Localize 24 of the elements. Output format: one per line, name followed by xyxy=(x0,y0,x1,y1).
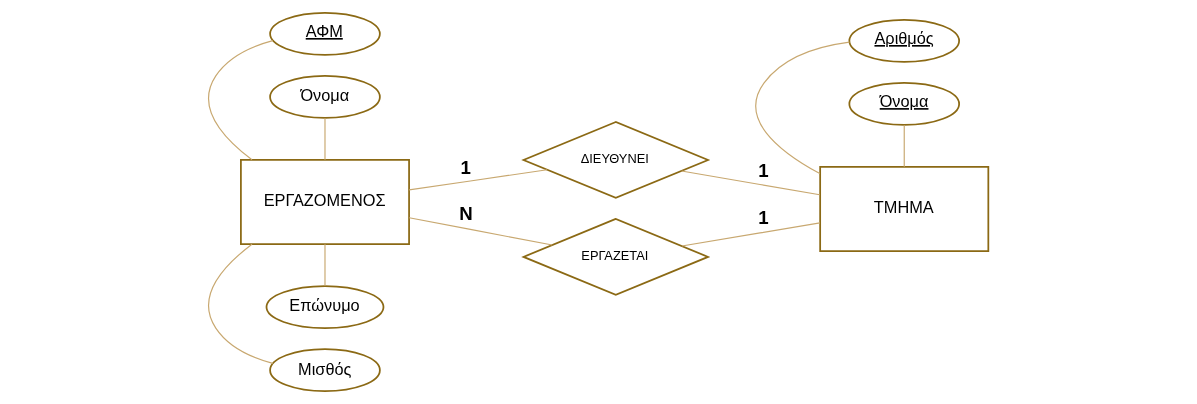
connector xyxy=(755,41,851,175)
connector xyxy=(681,222,821,247)
connector xyxy=(324,117,326,161)
connector xyxy=(680,170,821,196)
node-ellipse: Όνομα xyxy=(269,75,381,119)
edge-label: 1 xyxy=(758,160,769,182)
connector xyxy=(408,169,548,191)
node-ellipse: Όνομα xyxy=(848,82,960,126)
connector xyxy=(208,40,274,161)
edge-label: 1 xyxy=(460,156,471,178)
node-box: ΕΡΓΑΖΟΜΕΝΟΣ xyxy=(240,159,410,245)
connector xyxy=(903,124,905,168)
node-ellipse: Αριθμός xyxy=(848,18,960,63)
connector xyxy=(208,243,274,364)
node-box: ΤΜΗΜΑ xyxy=(819,166,990,252)
node-ellipse: ΑΦΜ xyxy=(269,11,381,56)
node-ellipse: Μισθός xyxy=(269,348,381,393)
edge-label: N xyxy=(459,203,473,225)
connector xyxy=(408,217,553,246)
node-ellipse: Επώνυμο xyxy=(265,285,385,329)
node-diamond: ΕΡΓΑΖΕΤΑΙ xyxy=(521,218,711,296)
node-diamond: ΔΙΕΥΘΥΝΕΙ xyxy=(521,121,711,199)
edge-label: 1 xyxy=(758,206,769,228)
connector xyxy=(324,243,326,287)
